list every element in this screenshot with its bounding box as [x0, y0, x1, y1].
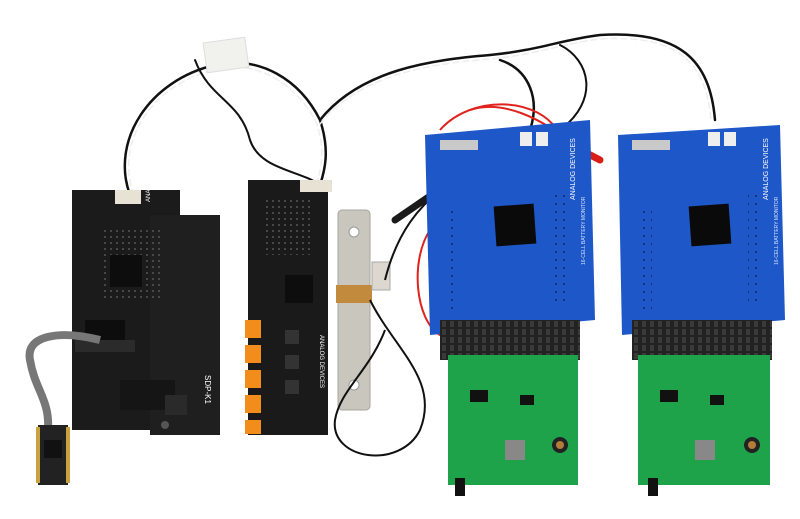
ribbon-cable	[25, 331, 101, 431]
cable-tag	[202, 36, 250, 74]
brand-logo-text: ANALOG DEVICES	[146, 149, 152, 202]
brand-logo-text: ANALOG DEVICES	[318, 335, 324, 388]
current-shunt	[336, 209, 391, 411]
black-sensor-board: ANALOG DEVICES	[245, 180, 332, 435]
brand-logo-text: ANALOG DEVICES	[763, 138, 770, 200]
orange-terminal-blocks	[245, 320, 261, 434]
header-connector-left	[440, 320, 580, 360]
green-power-board-left	[448, 355, 578, 496]
twisted-wire-harness	[123, 33, 717, 197]
board-label: SDP-K1	[203, 375, 212, 404]
mini-mcu-board	[36, 425, 70, 485]
brand-logo-text: ANALOG DEVICES	[570, 138, 577, 200]
board-silkscreen: 16-CELL BATTERY MONITOR	[581, 196, 587, 265]
blue-monitor-board-right: ANALOG DEVICES 16-CELL BATTERY MONITOR	[618, 125, 785, 335]
board-silkscreen: 16-CELL BATTERY MONITOR	[774, 196, 780, 265]
header-connector-right	[632, 320, 772, 360]
green-power-board-right	[638, 355, 770, 496]
black-controller-board: ANALOG DEVICES SDP-K1	[72, 149, 220, 435]
blue-monitor-board-left: ANALOG DEVICES 16-CELL BATTERY MONITOR	[425, 120, 595, 335]
alligator-clip	[391, 192, 434, 224]
